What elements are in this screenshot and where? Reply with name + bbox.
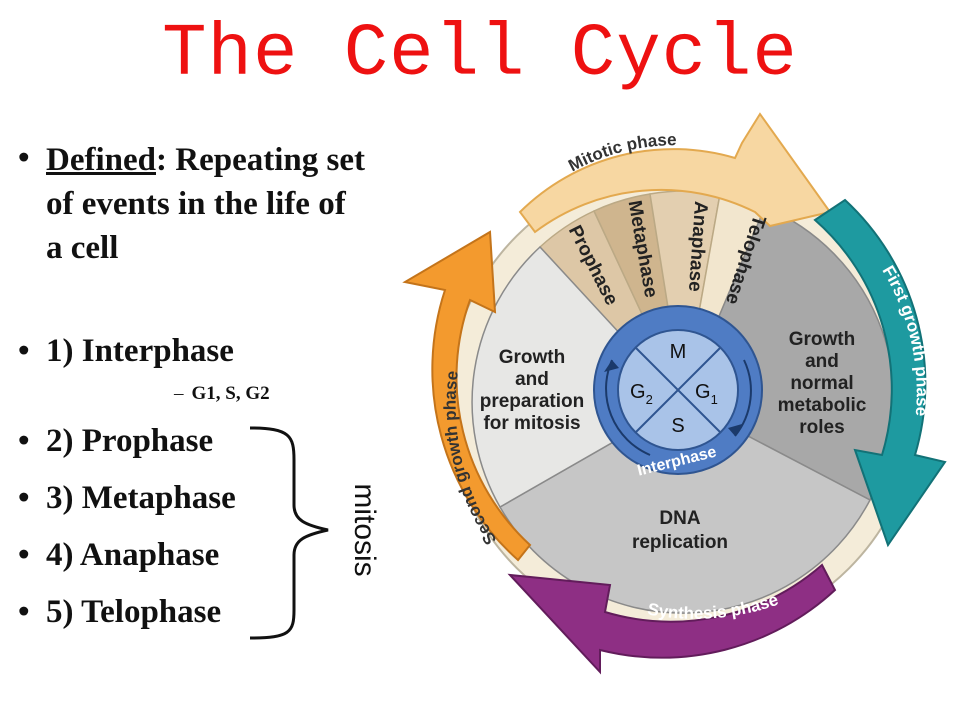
hub-g1: G1	[695, 381, 718, 407]
hub-s: S	[671, 415, 684, 437]
bullet-text: 2) Prophase	[46, 423, 214, 459]
hub-m: M	[670, 341, 687, 363]
g1-line: normal	[790, 373, 853, 394]
g2-line: Growth	[499, 347, 566, 368]
slide-title: The Cell Cycle	[162, 13, 798, 97]
mitotic-phase-arrow: Mitotic phase	[518, 112, 832, 234]
g2-line: preparation	[480, 391, 585, 412]
bullet-text: 1) Interphase	[46, 333, 234, 369]
defined-text: Repeating set of events in the life of a…	[46, 142, 365, 266]
bullet-dot: •	[18, 423, 30, 459]
center-hub: M S G2 G1 Interphase	[593, 305, 763, 480]
sub-dash: –	[174, 383, 184, 404]
g1-sector-text: Growth and normal metabolic roles	[778, 329, 867, 438]
sub-text: G1, S, G2	[191, 383, 270, 404]
bullet-text: 3) Metaphase	[46, 480, 236, 516]
bullet-text: 5) Telophase	[46, 594, 222, 630]
g1-line: and	[805, 351, 839, 372]
g2-line: and	[515, 369, 549, 390]
g2-line: for mitosis	[483, 413, 580, 434]
bullet-dot: •	[18, 537, 30, 573]
g2-sector-text: Growth and preparation for mitosis	[480, 347, 585, 434]
sector-g2	[471, 245, 685, 509]
bullet-dot: •	[18, 333, 30, 369]
s-line: DNA	[659, 508, 700, 529]
bullet-dot: •	[18, 480, 30, 516]
hub-g2: G2	[630, 381, 653, 407]
g1-line: roles	[799, 417, 844, 438]
bullet-text: 4) Anaphase	[46, 537, 220, 573]
s-sector-text: DNA replication	[632, 508, 728, 553]
g1-line: Growth	[789, 329, 856, 350]
g1-line: metabolic	[778, 395, 867, 416]
bullet-dot: •	[18, 594, 30, 630]
bullet-dot: •	[18, 140, 30, 176]
defined-colon: :	[156, 142, 167, 178]
mitosis-label: mitosis	[348, 483, 381, 576]
s-line: replication	[632, 532, 728, 553]
defined-term: Defined	[46, 142, 156, 178]
mitosis-bracket	[249, 426, 329, 640]
sub-bullet-interphase: –G1, S, G2	[174, 383, 270, 405]
